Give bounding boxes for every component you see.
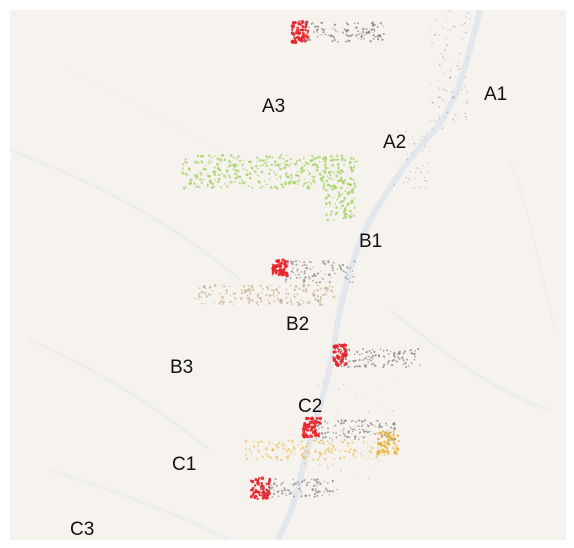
label-c1: C1 bbox=[172, 454, 197, 475]
road-lines bbox=[10, 10, 556, 540]
dot-map bbox=[10, 10, 556, 540]
label-b3: B3 bbox=[170, 357, 194, 378]
label-c3: C3 bbox=[70, 519, 95, 540]
label-b2: B2 bbox=[286, 314, 310, 335]
image-frame: A1 A3 A2 B1 B2 B3 C2 C1 C3 bbox=[10, 10, 566, 540]
label-a2: A2 bbox=[383, 132, 407, 153]
activity-dots bbox=[181, 10, 471, 500]
label-c2: C2 bbox=[298, 396, 323, 417]
label-a1: A1 bbox=[484, 84, 508, 105]
label-b1: B1 bbox=[359, 231, 383, 252]
label-a3: A3 bbox=[262, 96, 286, 117]
